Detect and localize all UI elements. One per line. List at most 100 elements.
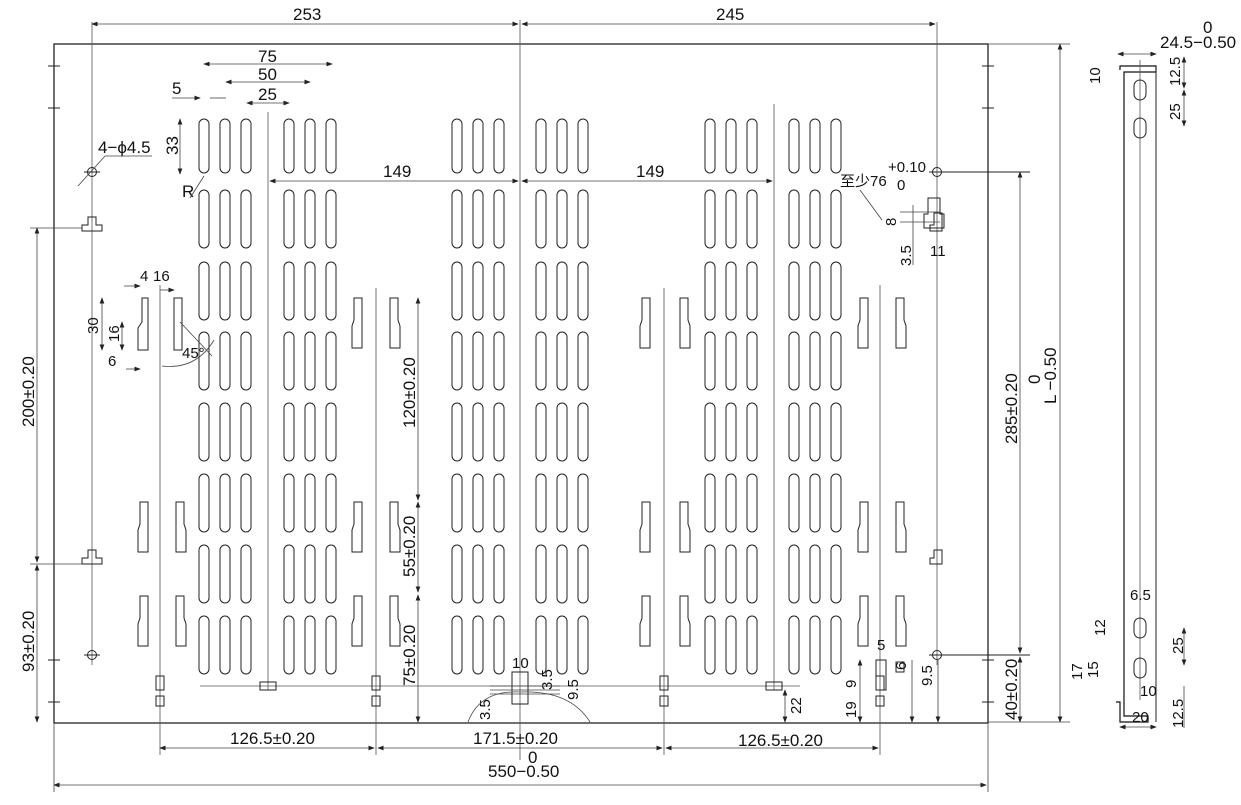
vent-slot <box>325 261 337 321</box>
vent-slot <box>240 615 252 675</box>
notch-right-bottom <box>929 549 943 565</box>
vent-slot <box>451 544 463 604</box>
vent-slot <box>830 118 842 174</box>
tab-cutout <box>389 297 401 349</box>
tab-cutout <box>351 297 363 349</box>
pin-d11: 11 <box>930 243 946 260</box>
dim-149-left: 149 <box>383 162 411 181</box>
vent-slot <box>809 331 821 391</box>
bottom-d10: 10 <box>512 655 529 672</box>
dim-200: 200±0.20 <box>19 356 38 427</box>
vent-slot <box>493 331 505 391</box>
vent-slot <box>198 402 210 462</box>
vent-slot <box>451 615 463 675</box>
dim-33: 33 <box>163 136 182 155</box>
vent-slot <box>219 615 231 675</box>
vent-slot <box>725 402 737 462</box>
bottom-d35b: 3.5 <box>477 699 494 720</box>
vent-slot <box>577 615 589 675</box>
mounting-hole <box>84 167 100 177</box>
vent-slot <box>283 402 295 462</box>
vent-slot <box>219 189 231 249</box>
vent-slot <box>493 189 505 249</box>
tab-d16a: 16 <box>153 268 170 285</box>
vent-slot <box>746 402 758 462</box>
dim-126-left: 126.5±0.20 <box>230 729 315 748</box>
vent-slot <box>219 544 231 604</box>
vent-slot <box>556 544 568 604</box>
panel-outline <box>53 43 989 724</box>
vent-slot <box>198 261 210 321</box>
dim-40: 40±0.20 <box>1002 659 1021 720</box>
vent-slot <box>198 189 210 249</box>
vent-slot <box>535 615 547 675</box>
tab-cutout <box>679 595 691 647</box>
dim-75: 75 <box>258 47 277 66</box>
vent-slot <box>725 261 737 321</box>
vent-slot <box>535 544 547 604</box>
side-d12: 12 <box>1092 619 1109 636</box>
vent-slot <box>556 473 568 533</box>
vent-slot <box>704 615 716 675</box>
edge-ticks <box>48 65 994 703</box>
vent-slot <box>493 615 505 675</box>
vent-slot <box>283 544 295 604</box>
vent-slot <box>746 331 758 391</box>
side-d125a: 12.5 <box>1167 57 1184 86</box>
vent-slot <box>472 331 484 391</box>
dim-126-right: 126.5±0.20 <box>738 731 823 750</box>
side-d20: 20 <box>1132 709 1149 726</box>
tab-cutout <box>137 501 149 553</box>
tab-cutout <box>857 297 869 349</box>
vent-slot <box>472 544 484 604</box>
dim-550-tol: 0 <box>528 748 537 767</box>
vent-slot <box>304 331 316 391</box>
dim-120: 120±0.20 <box>400 357 419 428</box>
vent-slot <box>325 473 337 533</box>
vent-slot <box>746 261 758 321</box>
dim-253: 253 <box>293 5 321 24</box>
tab-cutout <box>895 297 907 349</box>
dim-22: 22 <box>788 697 805 714</box>
side-d15: 15 <box>1085 661 1102 678</box>
vent-slot <box>451 118 463 174</box>
tab-d16b: 16 <box>106 325 123 342</box>
vent-slot <box>746 118 758 174</box>
vent-slot <box>325 189 337 249</box>
side-view <box>1116 60 1157 723</box>
vent-slot <box>577 331 589 391</box>
notch-left-bottom <box>81 549 103 565</box>
vent-slot <box>809 473 821 533</box>
vent-slot <box>788 331 800 391</box>
vent-slot <box>325 402 337 462</box>
vent-slot <box>830 544 842 604</box>
vent-slot <box>304 473 316 533</box>
right-d95: 9.5 <box>919 665 936 686</box>
radius-label: R <box>182 182 194 201</box>
vent-slot <box>493 544 505 604</box>
right-d6: 6 <box>893 662 910 670</box>
tab-cutout <box>175 595 187 647</box>
vent-slot <box>746 189 758 249</box>
vent-slot <box>704 331 716 391</box>
vent-slot <box>809 402 821 462</box>
tab-cutout <box>895 501 907 553</box>
notch-right-top <box>929 212 943 232</box>
vent-slot <box>304 189 316 249</box>
vent-slot <box>788 189 800 249</box>
dim-75-vert: 75±0.20 <box>400 625 419 686</box>
tab-cutout-detail <box>137 297 149 351</box>
vent-slot <box>556 189 568 249</box>
side-top-tol: 0 <box>1203 18 1212 37</box>
pin-min-label: 至少76 <box>840 173 887 190</box>
vent-slot <box>240 402 252 462</box>
vent-slot <box>198 615 210 675</box>
side-d25b: 25 <box>1170 637 1187 654</box>
tab-cutout-detail <box>173 297 183 351</box>
hinge-blocks <box>155 671 885 707</box>
vent-slot <box>556 615 568 675</box>
dim-L: L −0.50 <box>1041 347 1060 404</box>
vent-slot <box>746 544 758 604</box>
vent-slot <box>577 189 589 249</box>
vent-slot <box>451 402 463 462</box>
